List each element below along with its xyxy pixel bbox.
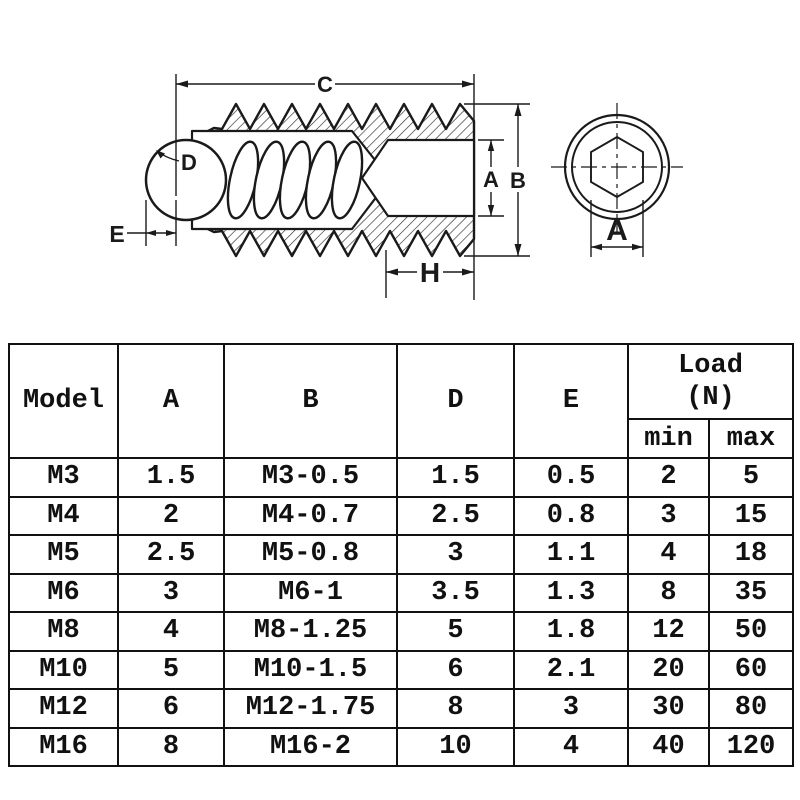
model-cell: M6 xyxy=(8,572,119,613)
d-cell: 6 xyxy=(396,649,515,690)
d-cell: 3 xyxy=(396,534,515,575)
load-max-cell: 80 xyxy=(708,688,794,729)
load-min-cell: 20 xyxy=(627,649,710,690)
ball xyxy=(144,138,228,222)
load-max-cell: 5 xyxy=(708,457,794,498)
col-header-d: D xyxy=(396,343,515,459)
spring-plunger-technical-drawing: C D E A B H A xyxy=(109,72,683,300)
dim-label-h: H xyxy=(420,257,440,288)
table-row-m6: M6 3 M6-1 3.5 1.3 8 35 xyxy=(8,572,794,613)
side-view xyxy=(144,102,476,258)
load-max-cell: 120 xyxy=(708,726,794,767)
dimension-arrows xyxy=(146,80,522,276)
table-row-m10: M10 5 M10-1.5 6 2.1 20 60 xyxy=(8,649,794,690)
a-cell: 1.5 xyxy=(117,457,225,498)
a-cell: 2.5 xyxy=(117,534,225,575)
spec-table: Model A B D E Load (N) min max M3 1.5 M3… xyxy=(8,343,794,767)
dim-label-e: E xyxy=(109,221,124,247)
col-header-load-min: min xyxy=(627,418,710,459)
model-cell: M4 xyxy=(8,495,119,536)
load-min-cell: 3 xyxy=(627,495,710,536)
a-cell: 8 xyxy=(117,726,225,767)
front-view: A xyxy=(551,103,683,257)
e-cell: 1.1 xyxy=(513,534,629,575)
a-cell: 6 xyxy=(117,688,225,729)
load-max-cell: 50 xyxy=(708,611,794,652)
a-cell: 2 xyxy=(117,495,225,536)
model-cell: M3 xyxy=(8,457,119,498)
outer-thread-circle xyxy=(563,113,671,221)
load-max-cell: 18 xyxy=(708,534,794,575)
load-min-cell: 4 xyxy=(627,534,710,575)
dim-label-d: D xyxy=(181,150,197,175)
d-cell: 8 xyxy=(396,688,515,729)
model-cell: M5 xyxy=(8,534,119,575)
model-cell: M8 xyxy=(8,611,119,652)
b-cell: M16-2 xyxy=(223,726,398,767)
b-cell: M10-1.5 xyxy=(223,649,398,690)
col-header-load-max: max xyxy=(708,418,794,459)
model-cell: M16 xyxy=(8,726,119,767)
load-label-line2: (N) xyxy=(686,382,735,413)
b-cell: M8-1.25 xyxy=(223,611,398,652)
table-row-m4: M4 2 M4-0.7 2.5 0.8 3 15 xyxy=(8,495,794,536)
model-cell: M12 xyxy=(8,688,119,729)
table-row-m12: M12 6 M12-1.75 8 3 30 80 xyxy=(8,688,794,729)
load-min-cell: 12 xyxy=(627,611,710,652)
b-cell: M5-0.8 xyxy=(223,534,398,575)
model-cell: M10 xyxy=(8,649,119,690)
a-cell: 5 xyxy=(117,649,225,690)
hex-socket xyxy=(590,135,644,199)
b-cell: M3-0.5 xyxy=(223,457,398,498)
d-cell: 10 xyxy=(396,726,515,767)
col-header-load: Load (N) xyxy=(627,343,794,420)
load-min-cell: 8 xyxy=(627,572,710,613)
e-cell: 4 xyxy=(513,726,629,767)
d-cell: 5 xyxy=(396,611,515,652)
table-row-m16: M16 8 M16-2 10 4 40 120 xyxy=(8,726,794,767)
d-cell: 3.5 xyxy=(396,572,515,613)
load-min-cell: 30 xyxy=(627,688,710,729)
col-header-a: A xyxy=(117,343,225,459)
load-min-cell: 2 xyxy=(627,457,710,498)
d-cell: 1.5 xyxy=(396,457,515,498)
col-header-b: B xyxy=(223,343,398,459)
b-cell: M4-0.7 xyxy=(223,495,398,536)
spring xyxy=(226,140,364,220)
dim-label-b: B xyxy=(510,168,526,193)
table-row-m3: M3 1.5 M3-0.5 1.5 0.5 2 5 xyxy=(8,457,794,498)
d-cell: 2.5 xyxy=(396,495,515,536)
a-cell: 3 xyxy=(117,572,225,613)
dim-label-c: C xyxy=(317,72,333,97)
dim-label-a-side: A xyxy=(483,167,499,192)
inner-circle xyxy=(571,121,663,213)
e-cell: 3 xyxy=(513,688,629,729)
load-max-cell: 35 xyxy=(708,572,794,613)
e-cell: 0.8 xyxy=(513,495,629,536)
load-min-cell: 40 xyxy=(627,726,710,767)
col-header-model: Model xyxy=(8,343,119,459)
col-header-e: E xyxy=(513,343,629,459)
load-max-cell: 15 xyxy=(708,495,794,536)
table-row-m5: M5 2.5 M5-0.8 3 1.1 4 18 xyxy=(8,534,794,575)
e-cell: 1.8 xyxy=(513,611,629,652)
e-cell: 0.5 xyxy=(513,457,629,498)
dimension-label-backgrounds xyxy=(315,73,528,285)
table-row-m8: M8 4 M8-1.25 5 1.8 12 50 xyxy=(8,611,794,652)
load-label-line1: Load xyxy=(678,350,743,381)
front-dimension-arrows xyxy=(591,243,643,251)
b-cell: M6-1 xyxy=(223,572,398,613)
e-cell: 1.3 xyxy=(513,572,629,613)
load-max-cell: 60 xyxy=(708,649,794,690)
b-cell: M12-1.75 xyxy=(223,688,398,729)
dim-label-a-front: A xyxy=(606,214,628,247)
a-cell: 4 xyxy=(117,611,225,652)
e-cell: 2.1 xyxy=(513,649,629,690)
